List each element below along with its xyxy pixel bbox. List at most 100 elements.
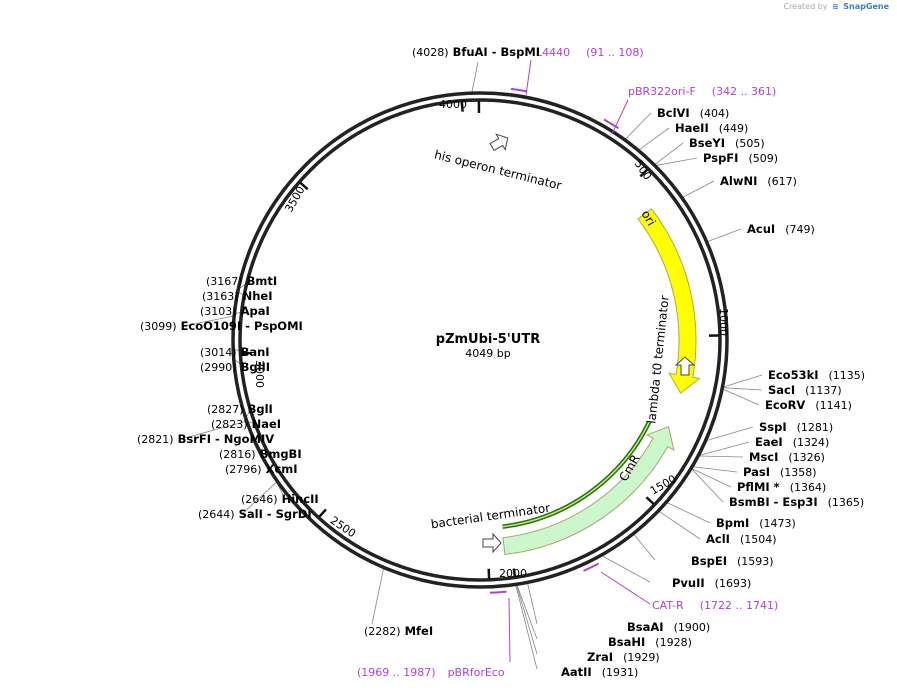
enzyme-label-eaei: EaeI(1324)	[755, 435, 829, 449]
enzyme-site-bmti[interactable]: (3167) BmtI	[206, 274, 277, 288]
backbone-inner-ring	[238, 98, 722, 582]
his-operon-terminator-arrow-icon[interactable]	[488, 130, 513, 155]
enzyme-name: Esp3I	[782, 495, 817, 509]
enzyme-site-bsrfi-ngomiv[interactable]: (2821)BsrFI-NgoMIV	[137, 432, 274, 446]
enzyme-label-nhei: (3163)NheI	[202, 289, 272, 303]
enzyme-site-eaei[interactable]: EaeI(1324)	[755, 435, 829, 449]
enzyme-label-bclvi: BclVI(404)	[657, 106, 729, 120]
enzyme-name: AclI	[706, 532, 730, 546]
enzyme-site-pasi[interactable]: PasI(1358)	[743, 465, 817, 479]
enzyme-name: BglII	[241, 360, 271, 374]
enzyme-name: BsmBI	[729, 495, 770, 509]
enzyme-site-sali-sgrdi[interactable]: (2644)SalI-SgrDI	[198, 507, 312, 521]
enzyme-name: BsaHI	[608, 635, 645, 649]
enzyme-site-saci[interactable]: SacI(1137)	[768, 383, 842, 397]
enzyme-name: PspOMI	[254, 319, 303, 333]
enzyme-label-pspfi: PspFI(509)	[703, 151, 778, 165]
enzyme-site-mfei[interactable]: (2282)MfeI	[364, 624, 433, 638]
enzyme-site-ecorv[interactable]: EcoRV(1141)	[765, 398, 852, 412]
enzyme-label-eco53ki: Eco53kI(1135)	[768, 368, 865, 382]
enzyme-label-bspei: BspEI(1593)	[691, 554, 774, 568]
enzyme-site-bfuai-bspmi[interactable]: (4028)BfuAI-BspMI	[412, 45, 540, 59]
credit-brand: SnapGene	[843, 2, 889, 11]
enzyme-site-xcmi[interactable]: (2796) XcmI	[225, 462, 298, 476]
primer-pbr322ori-f[interactable]: pBR322ori-F(342 .. 361)	[603, 85, 776, 135]
enzyme-name: MscI	[749, 450, 778, 464]
enzyme-site-zrai[interactable]: ZraI(1929)	[587, 650, 660, 664]
bacterial-terminator-arrow-icon[interactable]	[482, 532, 502, 554]
primer-label: CAT-R(1722 .. 1741)	[652, 599, 778, 612]
tick-mark-1500	[645, 496, 655, 506]
tick-mark-4000	[460, 101, 464, 112]
enzyme-site-bspei[interactable]: BspEI(1593)	[691, 554, 774, 568]
enzyme-label-msci: MscI(1326)	[749, 450, 825, 464]
enzyme-site-acli[interactable]: AclI(1504)	[706, 532, 777, 546]
enzyme-site-haeii[interactable]: HaeII(449)	[675, 121, 748, 135]
enzyme-site-bseyi[interactable]: BseYI(505)	[689, 136, 765, 150]
leader-acui	[707, 228, 742, 242]
primer-pbrforeco[interactable]: (1969 .. 1987)pBRforEco	[357, 590, 511, 679]
enzyme-site-nhei[interactable]: (3163)NheI	[202, 289, 272, 303]
enzyme-site-hincii[interactable]: (2646)HincII	[241, 492, 319, 506]
enzyme-site-bsmbi-esp3i[interactable]: BsmBI-Esp3I(1365)	[729, 495, 864, 509]
enzyme-name: PspFI	[703, 151, 738, 165]
lambda-t0-terminator-arrow-icon[interactable]	[674, 356, 696, 376]
enzyme-site-bsahi[interactable]: BsaHI(1928)	[608, 635, 692, 649]
enzyme-site-aatii[interactable]: AatII(1931)	[561, 665, 638, 679]
enzyme-name: PasI	[743, 465, 770, 479]
feature-ori-arrow[interactable]	[637, 207, 701, 394]
enzyme-site-bsaai[interactable]: BsaAI(1900)	[627, 620, 710, 634]
enzyme-labels[interactable]: BclVI(404)HaeII(449)BseYI(505)PspFI(509)…	[137, 45, 865, 679]
enzyme-name: BmgBI	[260, 447, 302, 461]
enzyme-site-msci[interactable]: MscI(1326)	[749, 450, 825, 464]
enzyme-label-bsahi: BsaHI(1928)	[608, 635, 692, 649]
enzyme-site-pvuii[interactable]: PvuII(1693)	[672, 576, 751, 590]
enzyme-label-saci: SacI(1137)	[768, 383, 842, 397]
feature-cmr-arrow[interactable]	[502, 426, 675, 556]
enzyme-label-xcmi: (2796) XcmI	[225, 462, 298, 476]
leader-bclvi	[625, 112, 652, 140]
leader-aatii	[515, 585, 538, 670]
enzyme-position: (1281)	[797, 421, 834, 434]
primer-binding-mark	[510, 87, 528, 93]
feature-label-lambda-t0-terminator: lambda t0 terminator	[644, 295, 671, 425]
enzyme-site-pflmi[interactable]: PflMI *(1364)	[737, 480, 826, 494]
enzyme-name: BmtI	[247, 274, 278, 288]
enzyme-position: (2796)	[225, 463, 262, 476]
primer-leader	[600, 571, 651, 605]
enzyme-name: PflMI *	[737, 480, 780, 494]
enzyme-name: ApaI	[241, 304, 270, 318]
enzyme-label-bsaai: BsaAI(1900)	[627, 620, 710, 634]
enzyme-site-alwni[interactable]: AlwNI(617)	[720, 174, 797, 188]
enzyme-site-bgli[interactable]: (2827)BglI	[207, 402, 273, 416]
enzyme-site-bclvi[interactable]: BclVI(404)	[657, 106, 729, 120]
primer-range: (1722 .. 1741)	[700, 599, 779, 612]
enzyme-site-acui[interactable]: AcuI(749)	[747, 222, 815, 236]
enzyme-name: ZraI	[587, 650, 613, 664]
enzyme-site-eco53ki[interactable]: Eco53kI(1135)	[768, 368, 865, 382]
enzyme-site-bani[interactable]: (3014)BanI	[200, 345, 270, 359]
enzyme-site-naei[interactable]: (2823)NaeI	[211, 417, 281, 431]
leader-bsmbi-esp3i	[691, 468, 724, 503]
enzyme-site-bglii[interactable]: (2990)BglII	[200, 360, 270, 374]
enzyme-site-apai[interactable]: (3103) ApaI	[200, 304, 270, 318]
leader-eaei	[699, 441, 750, 456]
enzyme-site-sspi[interactable]: SspI(1281)	[759, 420, 833, 434]
enzyme-position: (3103)	[200, 305, 237, 318]
enzyme-position: (3163)	[202, 290, 239, 303]
enzyme-name: XcmI	[266, 462, 298, 476]
primer-cat-r[interactable]: CAT-R(1722 .. 1741)	[583, 562, 778, 612]
tick-label-3000: 3000	[253, 360, 266, 388]
leader-pvuii	[601, 555, 651, 583]
enzyme-site-pspfi[interactable]: PspFI(509)	[703, 151, 778, 165]
backbone-mark-1	[512, 568, 517, 577]
enzyme-position: (3167)	[206, 275, 243, 288]
enzyme-name: EcoO109I	[181, 319, 242, 333]
primer-l4440[interactable]: L4440(91 .. 108)	[510, 46, 644, 96]
enzyme-label-zrai: ZraI(1929)	[587, 650, 660, 664]
enzyme-site-ecoo109i-pspomi[interactable]: (3099)EcoO109I-PspOMI	[140, 319, 303, 333]
enzyme-site-bmgbi[interactable]: (2816)BmgBI	[219, 447, 302, 461]
enzyme-site-bpmi[interactable]: BpmI(1473)	[716, 516, 796, 530]
enzyme-position: (1693)	[715, 577, 752, 590]
